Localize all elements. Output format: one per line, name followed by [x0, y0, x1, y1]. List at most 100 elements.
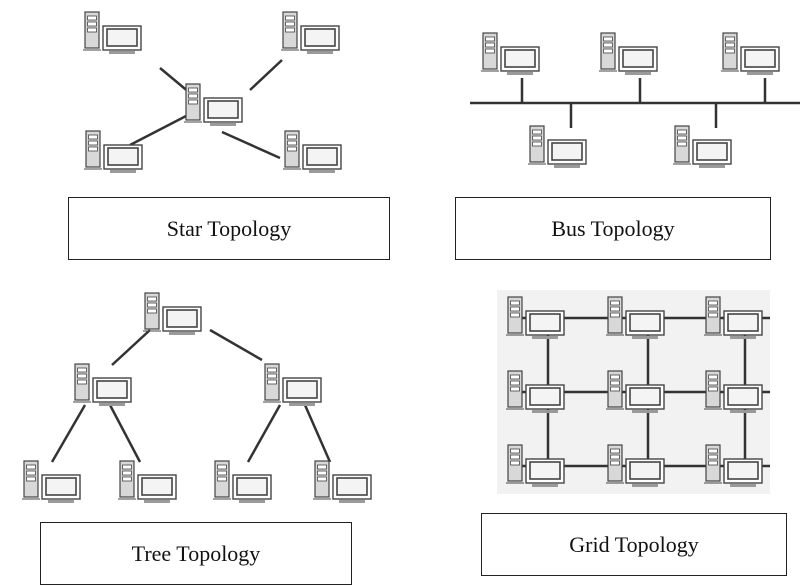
monitor-screen: [696, 142, 728, 161]
monitor-stand: [309, 170, 335, 173]
drive-bay: [708, 386, 718, 392]
monitor-stand: [339, 500, 365, 503]
computer-icon: [481, 32, 540, 75]
monitor-screen: [286, 380, 318, 399]
computer-icon: [506, 444, 565, 487]
drive-bay: [188, 93, 198, 99]
drive-bay: [610, 460, 620, 466]
monitor-stand: [632, 410, 658, 413]
drive-bay: [88, 134, 98, 140]
bus-topology-label: Bus Topology: [551, 215, 675, 241]
drive-bay: [677, 141, 687, 147]
monitor-screen: [207, 100, 239, 119]
monitor-stand: [532, 410, 558, 413]
computer-icon: [506, 296, 565, 339]
computer-icon: [704, 444, 763, 487]
drive-bay: [610, 448, 620, 454]
monitor-screen: [551, 142, 583, 161]
drive-bay: [610, 386, 620, 392]
monitor-stand: [625, 72, 651, 75]
drive-bay: [287, 146, 297, 152]
monitor-screen: [629, 313, 661, 332]
monitor-screen: [744, 49, 776, 68]
drive-bay: [603, 36, 613, 42]
drive-bay: [122, 464, 132, 470]
drive-bay: [285, 21, 295, 27]
drive-bay: [147, 296, 157, 302]
monitor-stand: [730, 484, 756, 487]
computer-icon: [506, 370, 565, 413]
drive-bay: [532, 129, 542, 135]
monitor-stand: [699, 165, 725, 168]
drive-bay: [708, 312, 718, 318]
drive-bay: [510, 374, 520, 380]
computer-icon: [184, 83, 243, 126]
star-topology-diagram: [83, 11, 342, 173]
monitor-stand: [747, 72, 773, 75]
drive-bay: [122, 476, 132, 482]
drive-bay: [317, 476, 327, 482]
drive-bay: [267, 367, 277, 373]
drive-bay: [708, 448, 718, 454]
star-links: [129, 59, 283, 160]
drive-bay: [188, 87, 198, 93]
monitor-stand: [48, 500, 74, 503]
monitor-screen: [727, 313, 759, 332]
monitor-screen: [336, 477, 368, 496]
computer-icon: [599, 32, 658, 75]
monitor-stand: [169, 332, 195, 335]
drive-bay: [610, 374, 620, 380]
computer-icon: [721, 32, 780, 75]
drive-bay: [510, 386, 520, 392]
monitor-screen: [236, 477, 268, 496]
drive-bay: [147, 308, 157, 314]
monitor-stand: [109, 51, 135, 54]
monitor-screen: [529, 461, 561, 480]
drive-bay: [77, 379, 87, 385]
drive-bay: [217, 470, 227, 476]
drive-bay: [510, 300, 520, 306]
drive-bay: [510, 448, 520, 454]
tree-topology-caption: Tree Topology: [40, 522, 352, 585]
drive-bay: [708, 460, 718, 466]
tree-topology-diagram: [22, 292, 372, 503]
monitor-stand: [730, 336, 756, 339]
computer-icon: [73, 363, 132, 406]
computer-icon: [213, 460, 272, 503]
monitor-screen: [304, 28, 336, 47]
bus-topology-diagram: [470, 32, 800, 168]
monitor-stand: [632, 336, 658, 339]
star-topology-caption: Star Topology: [68, 197, 390, 260]
computer-icon: [22, 460, 81, 503]
drive-bay: [26, 470, 36, 476]
drive-bay: [510, 454, 520, 460]
computer-icon: [606, 296, 665, 339]
computer-icon: [313, 460, 372, 503]
monitor-screen: [166, 309, 198, 328]
drive-bay: [77, 373, 87, 379]
drive-bay: [87, 27, 97, 33]
computer-icon: [528, 125, 587, 168]
drive-bay: [87, 15, 97, 21]
monitor-screen: [529, 387, 561, 406]
monitor-screen: [107, 147, 139, 166]
monitor-screen: [622, 49, 654, 68]
monitor-screen: [45, 477, 77, 496]
monitor-screen: [96, 380, 128, 399]
monitor-stand: [554, 165, 580, 168]
drive-bay: [217, 476, 227, 482]
drive-bay: [188, 99, 198, 105]
monitor-stand: [532, 336, 558, 339]
star-nodes: [83, 11, 342, 173]
grid-topology-caption: Grid Topology: [481, 513, 787, 576]
monitor-screen: [629, 461, 661, 480]
monitor-screen: [727, 461, 759, 480]
drive-bay: [725, 48, 735, 54]
monitor-stand: [239, 500, 265, 503]
tree-topology-label: Tree Topology: [131, 540, 261, 566]
monitor-stand: [532, 484, 558, 487]
drive-bay: [610, 300, 620, 306]
monitor-screen: [629, 387, 661, 406]
drive-bay: [708, 300, 718, 306]
